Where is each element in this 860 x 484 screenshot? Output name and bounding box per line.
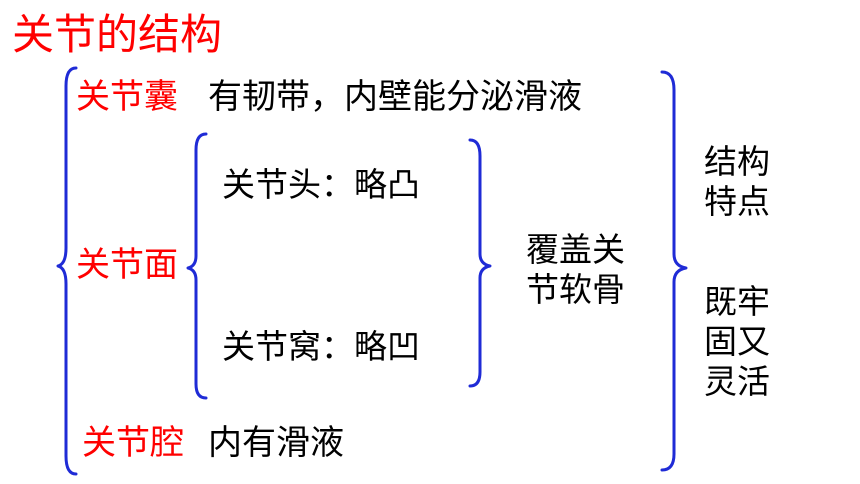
surface-left-brace xyxy=(186,132,208,400)
joint-socket-text: 关节窝：略凹 xyxy=(222,327,420,366)
feature-value-line-2: 固又 xyxy=(704,322,770,361)
cavity-term: 关节腔 xyxy=(82,423,184,463)
feature-label-line-1: 结构 xyxy=(704,142,770,181)
surface-right-brace xyxy=(468,138,492,388)
outer-right-brace xyxy=(660,70,688,472)
feature-label-line-2: 特点 xyxy=(704,182,770,221)
feature-value: 既牢 固又 灵活 xyxy=(704,282,770,402)
capsule-desc: 有韧带，内壁能分泌滑液 xyxy=(208,77,582,117)
feature-label: 结构 特点 xyxy=(704,142,770,222)
page-title: 关节的结构 xyxy=(12,10,223,59)
capsule-term: 关节囊 xyxy=(76,77,178,117)
feature-value-line-3: 灵活 xyxy=(704,362,770,401)
feature-value-line-1: 既牢 xyxy=(704,282,770,321)
cartilage-text: 覆盖关 节软骨 xyxy=(526,230,625,310)
surface-term: 关节面 xyxy=(76,245,178,285)
cartilage-line-2: 节软骨 xyxy=(526,270,625,309)
cavity-desc: 内有滑液 xyxy=(208,423,344,463)
outer-left-brace xyxy=(56,66,78,476)
joint-head-text: 关节头：略凸 xyxy=(222,165,420,204)
cartilage-line-1: 覆盖关 xyxy=(526,230,625,269)
